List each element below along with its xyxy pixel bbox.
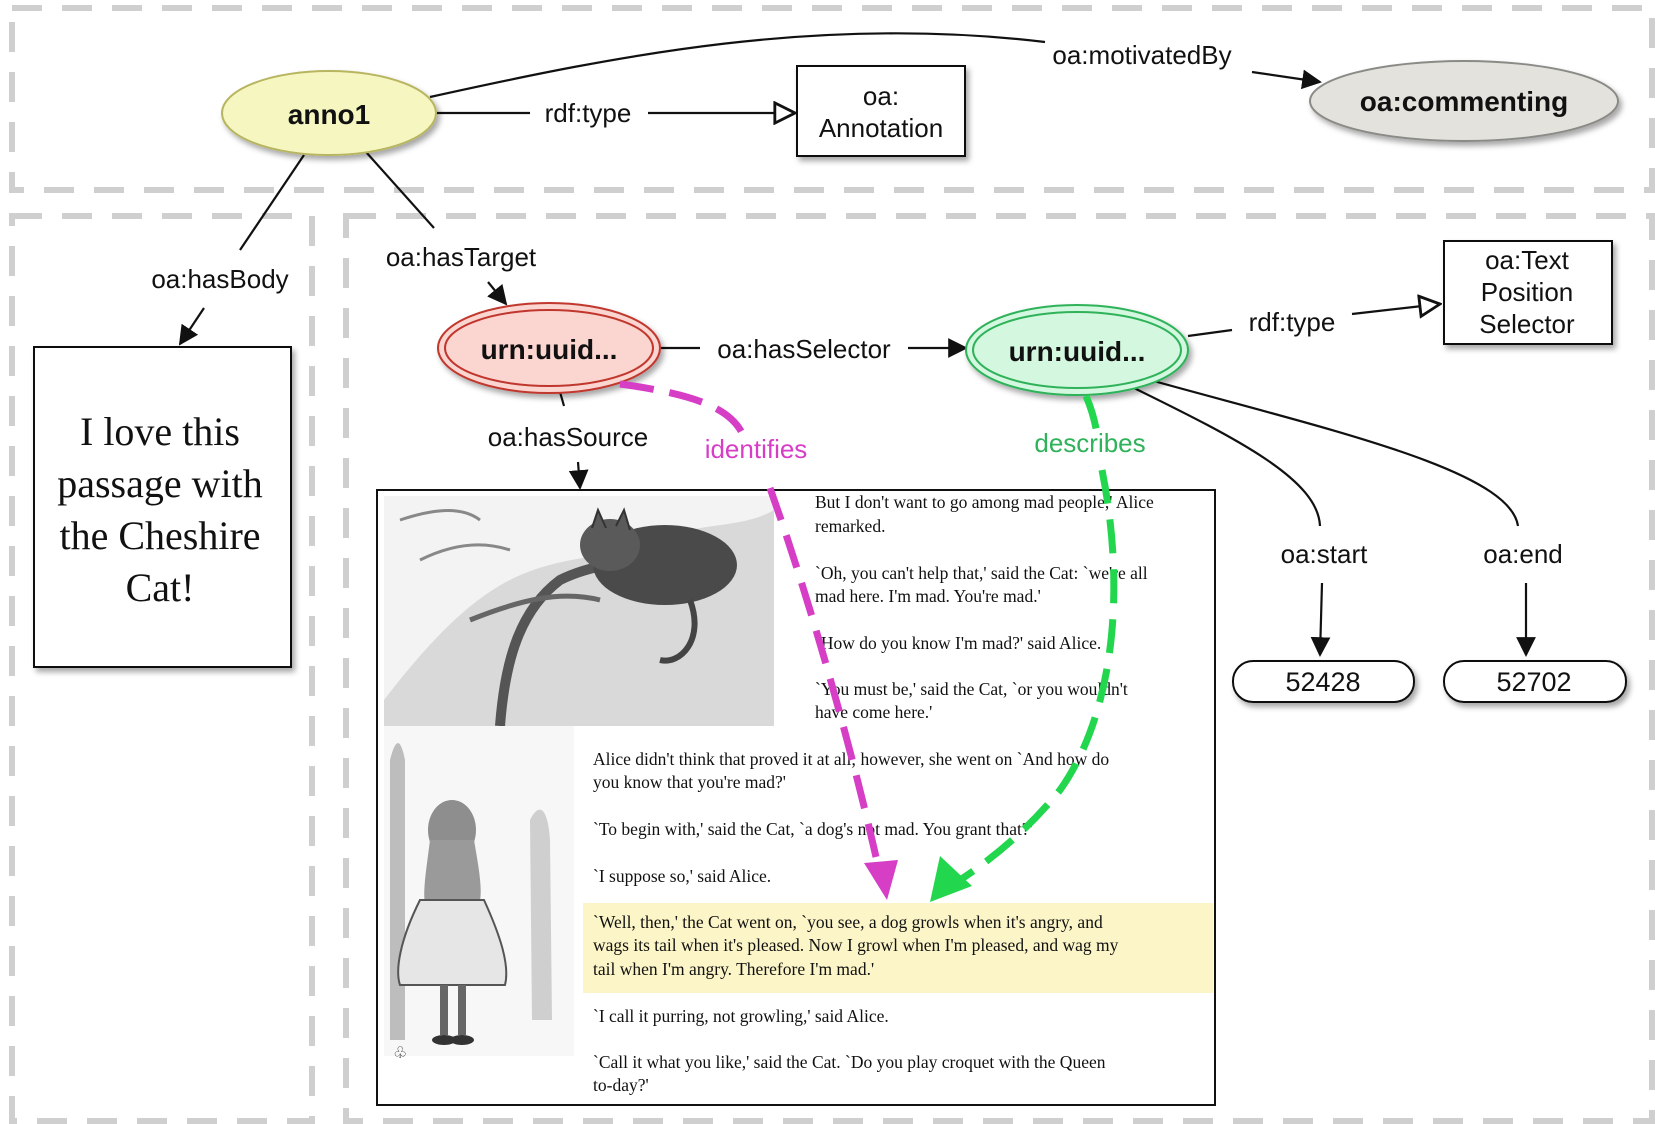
target-node xyxy=(437,302,661,394)
start-edge xyxy=(1133,387,1322,527)
svg-text:♧: ♧ xyxy=(393,1045,407,1062)
identifies-arrowhead xyxy=(864,860,898,900)
has-body-arrow xyxy=(178,307,205,346)
end-value-node xyxy=(1443,660,1627,703)
end-edge xyxy=(1149,378,1520,527)
motivated-by-label: oa:motivatedBy xyxy=(1052,40,1231,70)
alice-illustration: ♧ xyxy=(384,726,574,1062)
selector-node-inner xyxy=(972,311,1182,389)
describes-arrowhead xyxy=(930,856,972,902)
body-text-line-1: I love this xyxy=(80,409,240,454)
book-line: `How do you know I'm mad?' said Alice. xyxy=(815,633,1101,653)
identifies-label: identifies xyxy=(705,434,808,464)
book-line: But I don't want to go among mad people,… xyxy=(815,492,1154,512)
has-source-edge xyxy=(558,391,566,407)
book-line: to-day?' xyxy=(593,1075,649,1095)
annotation-class-label-2: Annotation xyxy=(819,113,943,143)
body-group-box xyxy=(9,213,315,1124)
body-text-line-4: Cat! xyxy=(126,565,195,610)
target-group-box xyxy=(343,213,1655,1124)
annotation-group-box xyxy=(9,5,1655,193)
selector-label: urn:uuid... xyxy=(1009,336,1146,367)
has-source-label: oa:hasSource xyxy=(488,422,648,452)
annotation-class-label-1: oa: xyxy=(863,81,899,111)
end-label: oa:end xyxy=(1483,539,1563,569)
book-line: `I suppose so,' said Alice. xyxy=(593,866,771,886)
describes-label: describes xyxy=(1034,428,1145,458)
has-target-label: oa:hasTarget xyxy=(386,242,537,272)
book-line: `Oh, you can't help that,' said the Cat:… xyxy=(815,563,1148,583)
body-text-line-2: passage with xyxy=(57,461,263,506)
rdf-type-edge-2 xyxy=(1187,328,1233,338)
target-label: urn:uuid... xyxy=(481,334,618,365)
anno1-node xyxy=(221,70,437,156)
commenting-node xyxy=(1309,60,1619,142)
book-line: `You must be,' said the Cat, `or you wou… xyxy=(815,679,1128,699)
anno1-label: anno1 xyxy=(288,99,370,130)
commenting-label: oa:commenting xyxy=(1360,86,1568,117)
rdf-type-label-1: rdf:type xyxy=(545,98,632,128)
annotation-class-box xyxy=(796,65,966,157)
book-line: `To begin with,' said the Cat, `a dog's … xyxy=(593,819,1033,839)
has-selector-label: oa:hasSelector xyxy=(717,334,891,364)
text-position-selector-box xyxy=(1443,240,1613,345)
end-value-label: 52702 xyxy=(1496,667,1571,697)
body-text-line-3: the Cheshire xyxy=(59,513,260,558)
has-body-edge xyxy=(239,154,305,251)
book-line: `Well, then,' the Cat went on, `you see,… xyxy=(593,912,1103,932)
start-label: oa:start xyxy=(1281,539,1368,569)
tps-label-2: Position xyxy=(1481,277,1574,307)
selector-node xyxy=(965,304,1189,396)
book-text: But I don't want to go among mad people,… xyxy=(593,492,1154,1095)
book-line: you know that you're mad?' xyxy=(593,772,786,792)
book-line: wags its tail when it's pleased. Now I g… xyxy=(593,935,1119,955)
has-body-label: oa:hasBody xyxy=(151,264,288,294)
motivated-by-arrow xyxy=(1251,69,1322,90)
book-line: `I call it purring, not growling,' said … xyxy=(593,1006,889,1026)
rdf-type-arrow-2 xyxy=(1351,304,1440,314)
book-line: remarked. xyxy=(815,516,885,536)
body-box xyxy=(33,346,292,668)
book-line: tail when I'm angry. Therefore I'm mad.' xyxy=(593,959,874,979)
book-line: mad here. I'm mad. You're mad.' xyxy=(815,586,1041,606)
start-arrow xyxy=(1310,582,1331,657)
identifies-arrow xyxy=(619,380,884,876)
start-value-label: 52428 xyxy=(1285,667,1360,697)
start-value-node xyxy=(1232,660,1415,703)
book-line: `Call it what you like,' said the Cat. `… xyxy=(593,1052,1106,1072)
highlighted-passage xyxy=(583,903,1213,993)
has-target-edge xyxy=(365,151,435,229)
cheshire-cat-illustration xyxy=(384,496,774,727)
tps-label-3: Selector xyxy=(1479,309,1575,339)
rdf-type-label-2: rdf:type xyxy=(1249,307,1336,337)
target-node-inner xyxy=(444,309,654,387)
motivated-by-edge xyxy=(429,32,1046,99)
tps-label-1: oa:Text xyxy=(1485,245,1570,275)
book-line: have come here.' xyxy=(815,702,932,722)
has-source-arrow xyxy=(568,461,589,490)
describes-arrow xyxy=(958,394,1118,883)
has-target-arrow xyxy=(487,281,508,306)
